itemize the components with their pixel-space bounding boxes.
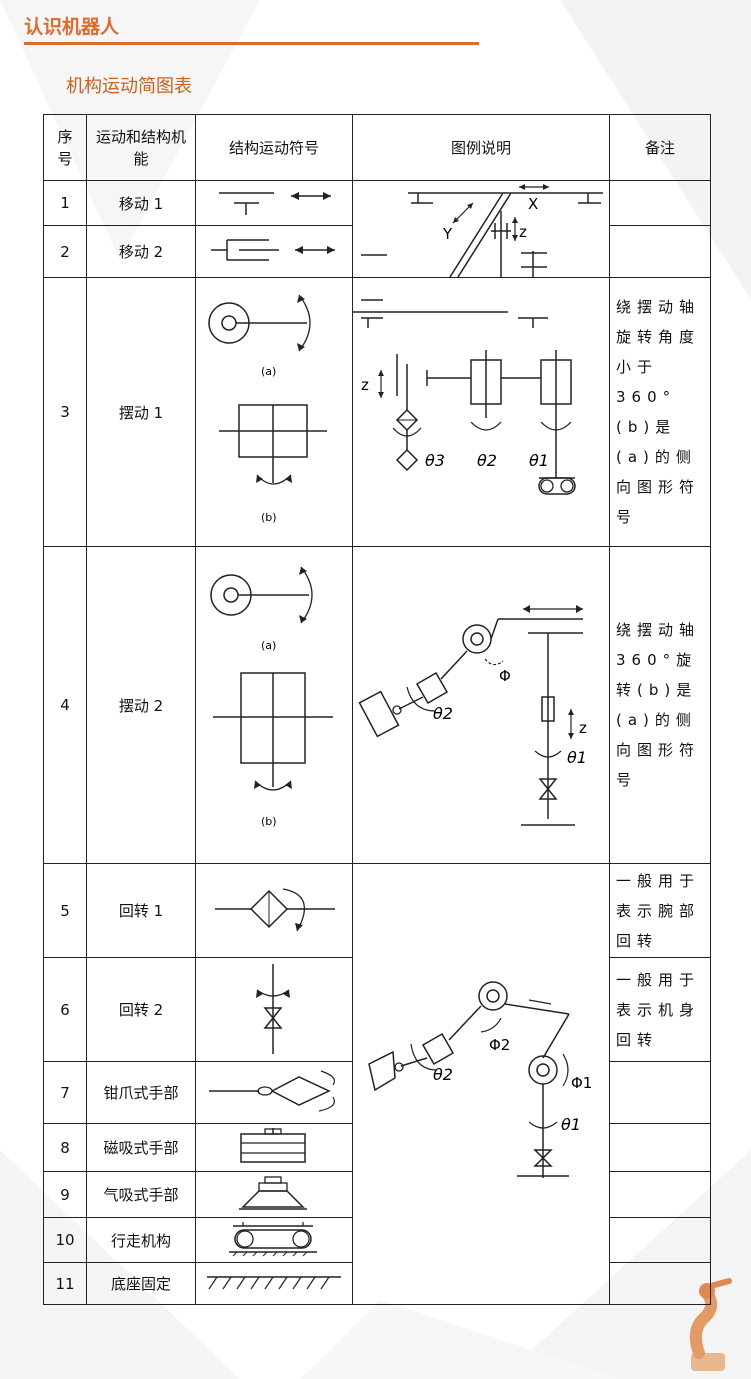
symbol-gripper-hand: [195, 1061, 353, 1124]
table-row: 7 钳爪式手部: [43, 1061, 711, 1124]
row-function: 磁吸式手部: [86, 1123, 196, 1172]
svg-text:θ3: θ3: [425, 451, 445, 470]
row-function: 摆动 1: [86, 277, 196, 547]
row-remark: 一般用于表示机身回转: [609, 957, 711, 1062]
row-number: 3: [43, 277, 87, 547]
mechanism-symbol-table: 序号 运动和结构机能 结构运动符号 图例说明 备注 1 移动 1: [43, 114, 711, 1305]
row-number: 8: [43, 1123, 87, 1172]
row-function: 移动 1: [86, 180, 196, 226]
row-function: 移动 2: [86, 225, 196, 278]
svg-text:z: z: [361, 376, 369, 394]
symbol-vacuum-hand: [195, 1171, 353, 1218]
table-row: 2 移动 2: [43, 225, 711, 278]
svg-text:(a): (a): [261, 365, 276, 378]
section-title: 认识机器人: [24, 16, 120, 38]
svg-text:Y: Y: [442, 225, 453, 243]
row-number: 7: [43, 1061, 87, 1124]
row-function: 回转 2: [86, 957, 196, 1062]
table-caption: 机构运动简图表: [66, 76, 192, 97]
svg-text:θ2: θ2: [433, 1065, 453, 1084]
header-symbol: 结构运动符号: [195, 114, 353, 181]
svg-text:θ2: θ2: [477, 451, 497, 470]
row-number: 2: [43, 225, 87, 278]
table-row: 10 行走机构: [43, 1217, 711, 1263]
header-legend: 图例说明: [352, 114, 610, 181]
svg-text:X: X: [528, 195, 538, 213]
row-remark: 绕摆动轴 360°旋转(b)是(a)的侧向图形符号: [609, 546, 711, 864]
row-remark: [609, 1262, 711, 1305]
table-row: 1 移动 1: [43, 180, 711, 278]
row-remark: [609, 180, 711, 226]
row-remark: 一般用于表示腕部回转: [609, 863, 711, 958]
row-function: 钳爪式手部: [86, 1061, 196, 1124]
legend-gantry-illustration: Y X z: [352, 180, 610, 278]
table-row: 4 摆动 2 (a) (b): [43, 546, 711, 864]
header-remarks: 备注: [609, 114, 711, 181]
row-function: 行走机构: [86, 1217, 196, 1263]
svg-text:θ1: θ1: [561, 1115, 581, 1134]
svg-text:(b): (b): [261, 511, 277, 524]
legend-arm-illustration: Φ θ2 z θ1: [352, 546, 610, 864]
row-number: 6: [43, 957, 87, 1062]
title-underline: [24, 42, 479, 45]
legend-articulated-arm-illustration: Φ2 Φ1 θ1 θ2: [352, 863, 610, 1305]
symbol-walking-mechanism: [195, 1217, 353, 1263]
svg-text:(b): (b): [261, 815, 277, 828]
svg-text:θ1: θ1: [567, 748, 587, 767]
symbol-fixed-base: [195, 1262, 353, 1305]
table-row: 5 回转 1 Φ2 Φ1: [43, 863, 711, 1305]
row-function: 气吸式手部: [86, 1171, 196, 1218]
svg-text:(a): (a): [261, 639, 276, 652]
svg-text:z: z: [579, 719, 587, 737]
svg-text:Φ: Φ: [499, 667, 511, 685]
row-number: 11: [43, 1262, 87, 1305]
row-remark: [609, 225, 711, 278]
row-function: 底座固定: [86, 1262, 196, 1305]
svg-text:θ2: θ2: [433, 704, 453, 723]
svg-text:Φ2: Φ2: [489, 1036, 510, 1054]
row-remark: [609, 1171, 711, 1218]
symbol-swing-1: (a) (b): [195, 277, 353, 547]
symbol-translation-2: [195, 225, 353, 278]
symbol-translation-1: [195, 180, 353, 226]
header-function: 运动和结构机能: [86, 114, 196, 181]
header-no: 序号: [43, 114, 87, 181]
symbol-swing-2: (a) (b): [195, 546, 353, 864]
row-number: 4: [43, 546, 87, 864]
table-row: 3 摆动 1 (a) (b): [43, 277, 711, 547]
svg-text:θ1: θ1: [529, 451, 549, 470]
table-header-row: 序号 运动和结构机能 结构运动符号 图例说明 备注: [43, 114, 711, 181]
row-number: 1: [43, 180, 87, 226]
row-remark: [609, 1061, 711, 1124]
symbol-magnetic-hand: [195, 1123, 353, 1172]
row-remark: 绕摆动轴旋转角度小于 360°(b)是(a)的侧向图形符号: [609, 277, 711, 547]
row-function: 回转 1: [86, 863, 196, 958]
row-number: 5: [43, 863, 87, 958]
row-remark: [609, 1217, 711, 1263]
table-row: 11 底座固定: [43, 1262, 711, 1305]
row-remark: [609, 1123, 711, 1172]
row-function: 摆动 2: [86, 546, 196, 864]
symbol-rotation-2: [195, 957, 353, 1062]
row-number: 10: [43, 1217, 87, 1263]
symbol-rotation-1: [195, 863, 353, 958]
svg-text:z: z: [519, 223, 527, 241]
svg-text:Φ1: Φ1: [571, 1074, 592, 1092]
row-number: 9: [43, 1171, 87, 1218]
legend-swing-illustration: z θ: [352, 277, 610, 547]
table-row: 8 磁吸式手部: [43, 1123, 711, 1172]
